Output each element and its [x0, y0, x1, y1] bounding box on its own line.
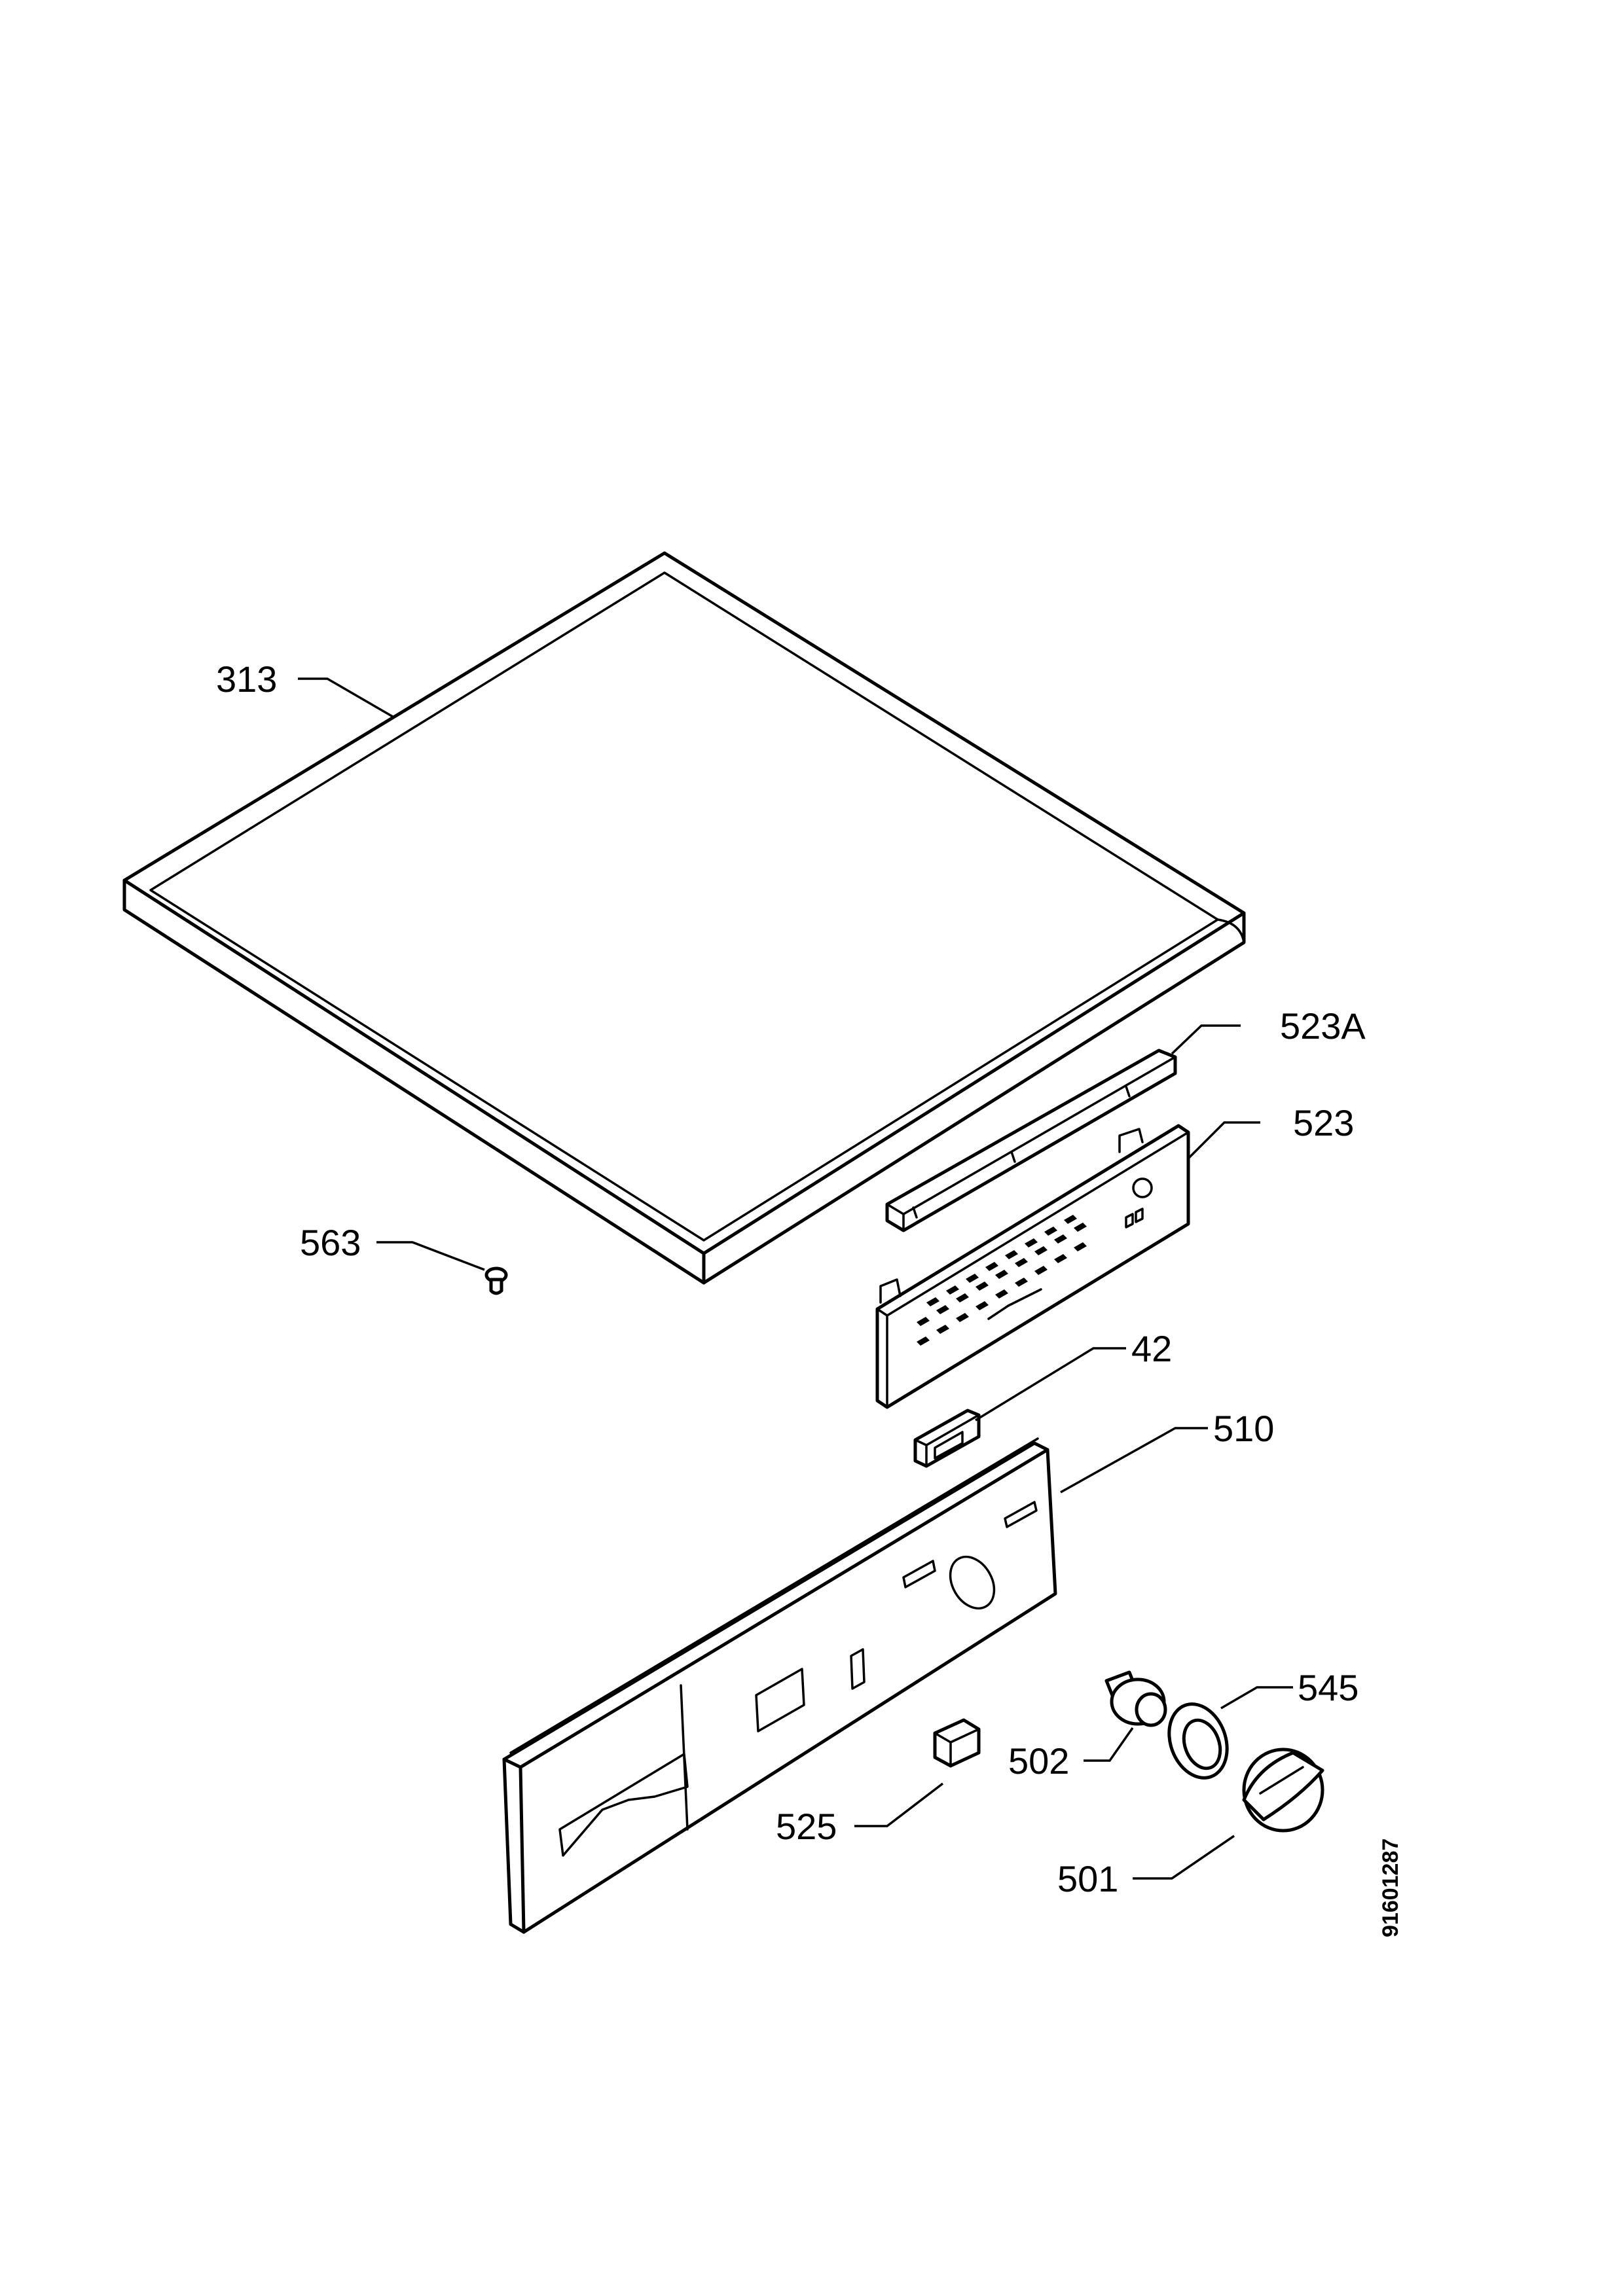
label-545: 545 [1298, 1667, 1359, 1708]
part-525-button [933, 1718, 981, 1768]
leader-525 [854, 1782, 944, 1827]
part-501-knob [1242, 1748, 1324, 1833]
part-545-ring [1167, 1702, 1229, 1780]
label-502: 502 [1008, 1740, 1069, 1782]
label-523A: 523A [1280, 1005, 1366, 1047]
label-510: 510 [1213, 1408, 1274, 1449]
label-313: 313 [216, 658, 277, 700]
part-502-spindle [1104, 1670, 1167, 1727]
leader-523 [1187, 1121, 1260, 1160]
leader-545 [1220, 1686, 1293, 1710]
part-510-fascia [502, 1437, 1057, 1934]
label-525: 525 [776, 1806, 837, 1847]
drawing-code: 91601287 [1378, 1839, 1403, 1937]
part-313-worktop [122, 551, 1246, 1285]
label-501: 501 [1057, 1858, 1118, 1899]
leader-563 [376, 1241, 485, 1271]
leader-lines [298, 677, 1293, 1880]
leader-501 [1133, 1835, 1235, 1880]
part-523-panel [875, 1124, 1190, 1409]
leader-313 [298, 677, 393, 718]
panel-523-vent-holes [917, 1215, 1087, 1346]
leader-523A [1171, 1024, 1241, 1055]
part-42-clip [913, 1408, 981, 1468]
leader-502 [1084, 1727, 1134, 1762]
leader-510 [1060, 1427, 1208, 1494]
part-563-screw [484, 1266, 508, 1295]
label-563: 563 [300, 1222, 361, 1263]
part-labels: 313 523A 523 563 42 510 545 502 525 501 [216, 658, 1366, 1899]
label-523: 523 [1293, 1102, 1354, 1143]
label-42: 42 [1131, 1328, 1172, 1369]
part-523A-strip [885, 1049, 1177, 1232]
leader-42 [975, 1347, 1126, 1422]
